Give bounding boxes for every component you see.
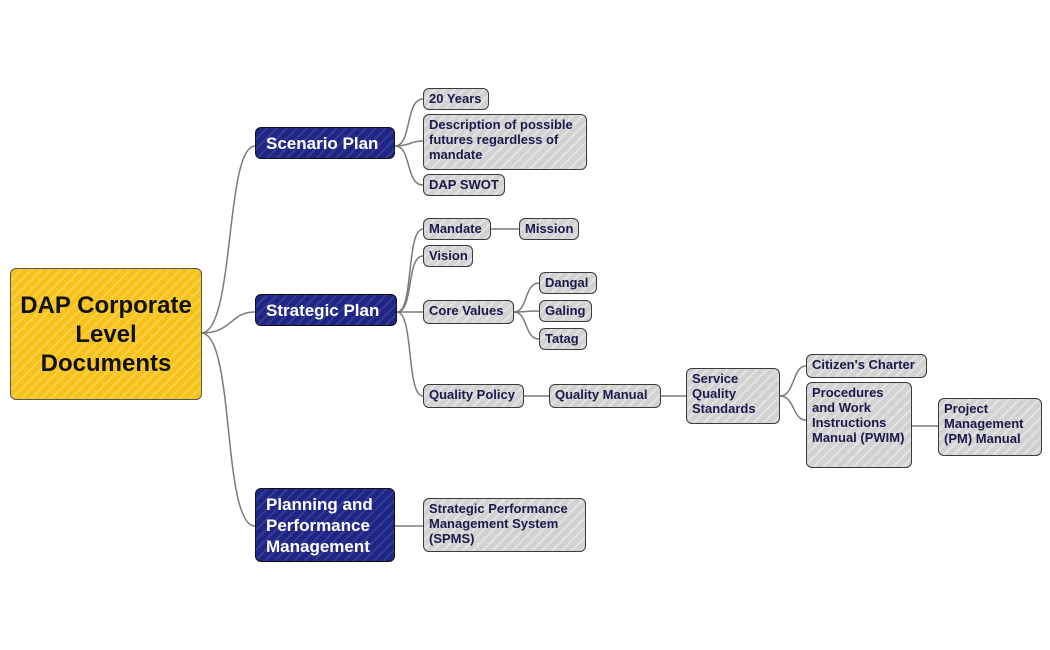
node-service-quality-standards[interactable]: Service Quality Standards (686, 368, 780, 424)
node-label: Tatag (545, 331, 579, 346)
link-strategic-qualitypolicy (396, 311, 424, 397)
node-label: Quality Manual (555, 387, 648, 402)
node-quality-policy[interactable]: Quality Policy (423, 384, 524, 408)
branch-label: Strategic Plan (266, 300, 380, 320)
link-scenario-description (394, 140, 424, 147)
link-sqs-charter (779, 365, 807, 397)
node-20-years[interactable]: 20 Years (423, 88, 489, 110)
node-label: Description of possible futures regardle… (429, 117, 573, 162)
node-label: Strategic Performance Management System … (429, 501, 568, 546)
node-label: Quality Policy (429, 387, 515, 402)
node-label: Procedures and Work Instructions Manual … (812, 385, 905, 445)
link-root-scenario (201, 145, 256, 334)
node-mission[interactable]: Mission (519, 218, 579, 240)
branch-label: Planning and Performance Management (266, 494, 373, 556)
node-label: Mission (525, 221, 574, 236)
node-citizens-charter[interactable]: Citizen's Charter (806, 354, 927, 378)
node-mandate[interactable]: Mandate (423, 218, 491, 240)
node-label: Core Values (429, 303, 504, 318)
node-dap-swot[interactable]: DAP SWOT (423, 174, 505, 196)
node-description[interactable]: Description of possible futures regardle… (423, 114, 587, 170)
link-strategic-vision (396, 255, 424, 313)
link-sqs-pwim (779, 395, 807, 421)
node-label: 20 Years (429, 91, 482, 106)
link-corevalues-tatag (513, 311, 540, 340)
link-strategic-mandate (396, 228, 424, 313)
node-label: Citizen's Charter (812, 357, 915, 372)
node-core-values[interactable]: Core Values (423, 300, 514, 324)
branch-planning-performance[interactable]: Planning and Performance Management (255, 488, 395, 562)
link-scenario-years (394, 98, 424, 147)
node-pm-manual[interactable]: Project Management (PM) Manual (938, 398, 1042, 456)
node-label: Service Quality Standards (692, 371, 756, 416)
node-label: Vision (429, 248, 468, 263)
node-dangal[interactable]: Dangal (539, 272, 597, 294)
link-root-planning (201, 332, 256, 527)
node-quality-manual[interactable]: Quality Manual (549, 384, 661, 408)
node-label: Mandate (429, 221, 482, 236)
branch-strategic-plan[interactable]: Strategic Plan (255, 294, 397, 326)
node-vision[interactable]: Vision (423, 245, 473, 267)
node-label: Galing (545, 303, 586, 318)
node-label: Dangal (545, 275, 589, 290)
root-label: DAP Corporate Level Documents (20, 291, 192, 377)
node-spms[interactable]: Strategic Performance Management System … (423, 498, 586, 552)
node-label: DAP SWOT (429, 177, 499, 192)
link-root-strategic (201, 311, 256, 334)
node-tatag[interactable]: Tatag (539, 328, 587, 350)
node-galing[interactable]: Galing (539, 300, 592, 322)
branch-label: Scenario Plan (266, 133, 379, 153)
branch-scenario-plan[interactable]: Scenario Plan (255, 127, 395, 159)
link-scenario-swot (394, 145, 424, 186)
node-pwim[interactable]: Procedures and Work Instructions Manual … (806, 382, 912, 468)
link-corevalues-dangal (513, 282, 540, 313)
root-node[interactable]: DAP Corporate Level Documents (10, 268, 202, 400)
node-label: Project Management (PM) Manual (944, 401, 1024, 446)
